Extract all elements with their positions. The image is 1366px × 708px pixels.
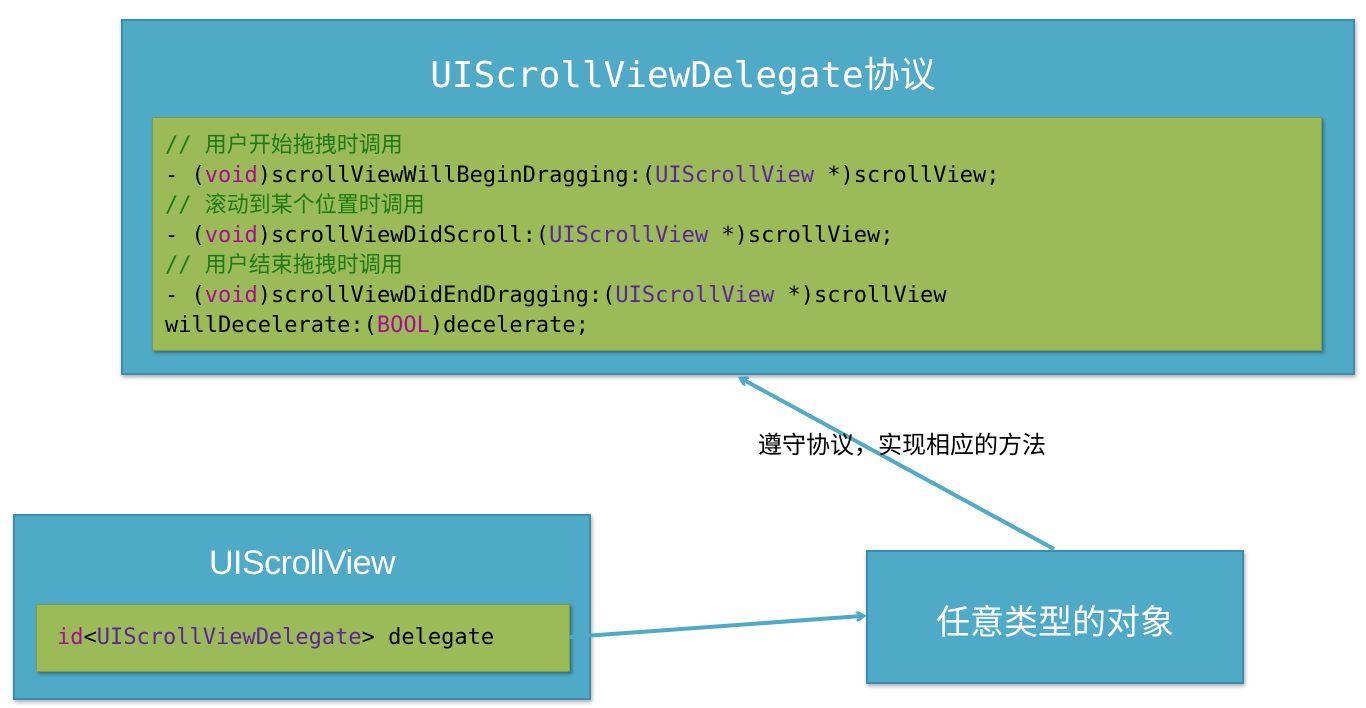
- delegate-arrow: [569, 616, 862, 639]
- code-token: *)scrollView;: [814, 163, 1000, 188]
- code-line: // 用户结束拖拽时调用: [165, 251, 1321, 281]
- scrollview-title: UIScrollView: [208, 544, 396, 582]
- code-token: )scrollViewDidEndDragging:(: [257, 283, 616, 308]
- code-line: // 滚动到某个位置时调用: [165, 191, 1321, 221]
- code-token: *)scrollView;: [708, 223, 894, 248]
- code-token: willDecelerate:(: [165, 313, 377, 338]
- object-box: [866, 550, 1244, 684]
- code-token: BOOL: [376, 313, 430, 338]
- code-token: - (: [165, 283, 205, 308]
- code-token: void: [204, 223, 258, 248]
- code-token: // 滚动到某个位置时调用: [165, 193, 425, 218]
- code-token: - (: [165, 223, 205, 248]
- code-token: )scrollViewWillBeginDragging:(: [257, 163, 656, 188]
- protocol-code-panel: // 用户开始拖拽时调用- (void)scrollViewWillBeginD…: [152, 117, 1322, 351]
- code-token: - (: [165, 163, 205, 188]
- code-line: id<UIScrollViewDelegate> delegate: [57, 623, 569, 653]
- code-token: )scrollViewDidScroll:(: [257, 223, 550, 248]
- code-token: UIScrollView: [615, 283, 775, 308]
- code-token: *)scrollView: [774, 283, 947, 308]
- code-token: UIScrollViewDelegate: [96, 625, 362, 650]
- object-label: 任意类型的对象: [936, 603, 1174, 643]
- conform-arrow: [742, 379, 1055, 551]
- code-line: - (void)scrollViewWillBeginDragging:(UIS…: [165, 161, 1321, 191]
- code-line: // 用户开始拖拽时调用: [165, 131, 1321, 161]
- code-line: - (void)scrollViewDidScroll:(UIScrollVie…: [165, 221, 1321, 251]
- conform-label: 遵守协议，实现相应的方法: [758, 431, 1046, 459]
- code-token: <: [83, 625, 97, 650]
- protocol-title: UIScrollViewDelegate协议: [430, 55, 936, 96]
- code-token: UIScrollView: [549, 223, 709, 248]
- code-line: - (void)scrollViewDidEndDragging:(UIScro…: [165, 281, 1321, 311]
- code-token: id: [57, 625, 84, 650]
- code-token: void: [204, 283, 258, 308]
- code-token: )decelerate;: [429, 313, 589, 338]
- code-token: void: [204, 163, 258, 188]
- code-token: // 用户开始拖拽时调用: [165, 133, 403, 158]
- code-token: // 用户结束拖拽时调用: [165, 253, 403, 278]
- code-token: UIScrollView: [655, 163, 815, 188]
- code-token: > delegate: [361, 625, 495, 650]
- code-line: willDecelerate:(BOOL)decelerate;: [165, 311, 1321, 341]
- scrollview-code-panel: id<UIScrollViewDelegate> delegate: [36, 604, 570, 672]
